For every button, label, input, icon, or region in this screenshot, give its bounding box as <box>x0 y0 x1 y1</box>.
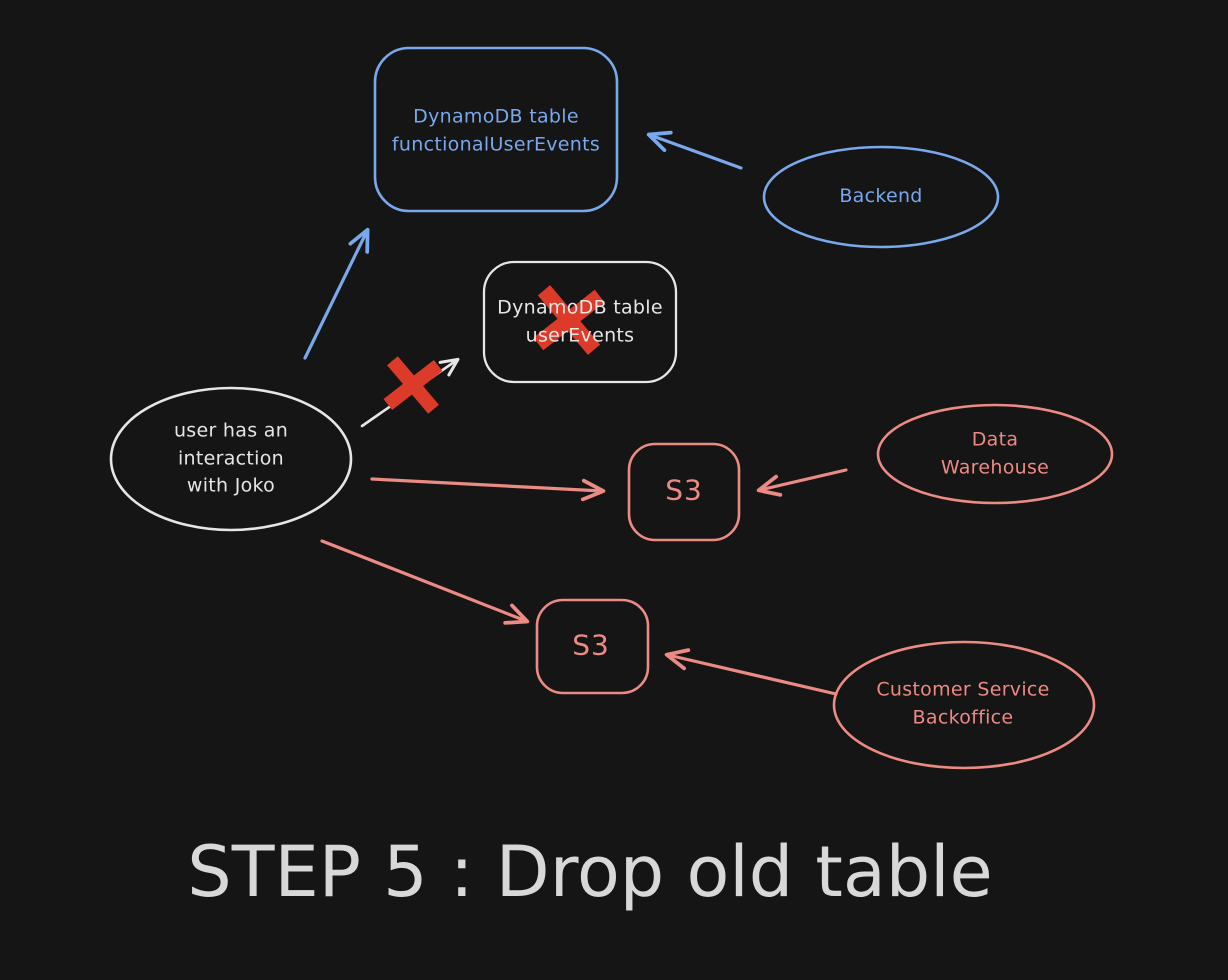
crossout-x-table-icon <box>533 285 605 355</box>
s3-datawarehouse-label: S3 <box>665 473 703 507</box>
edge-user-to-s3-backoffice <box>320 539 530 625</box>
edge-datawarehouse-to-s3 <box>756 468 848 497</box>
edge-backend-to-functional-table <box>646 130 743 170</box>
s3-datawarehouse-box <box>627 442 741 542</box>
customer-service-ellipse <box>832 640 1096 770</box>
edge-user-to-s3-datawarehouse <box>370 477 606 502</box>
edge-customerservice-to-s3 <box>664 648 838 696</box>
backend-ellipse <box>762 145 1000 249</box>
user-events-table-label: DynamoDB table userEvents <box>497 296 663 346</box>
backend-label: Backend <box>839 185 923 208</box>
user-interaction-label: user has an interaction with Joko <box>173 419 289 497</box>
edge-user-to-functional-table <box>303 227 370 360</box>
s3-backoffice-box <box>535 598 650 695</box>
user-interaction-ellipse <box>109 386 353 532</box>
data-warehouse-label: Data Warehouse <box>940 428 1050 478</box>
functional-table-box <box>373 46 619 213</box>
functional-table-label: DynamoDB table functionalUserEvents <box>391 105 601 155</box>
s3-backoffice-label: S3 <box>572 628 610 662</box>
customer-service-label: Customer Service Backoffice <box>876 678 1050 728</box>
step-title: STEP 5 : Drop old table <box>187 831 993 913</box>
data-warehouse-ellipse <box>876 403 1114 505</box>
crossout-x-arrow-icon <box>383 356 443 414</box>
user-events-table-box <box>482 260 678 384</box>
